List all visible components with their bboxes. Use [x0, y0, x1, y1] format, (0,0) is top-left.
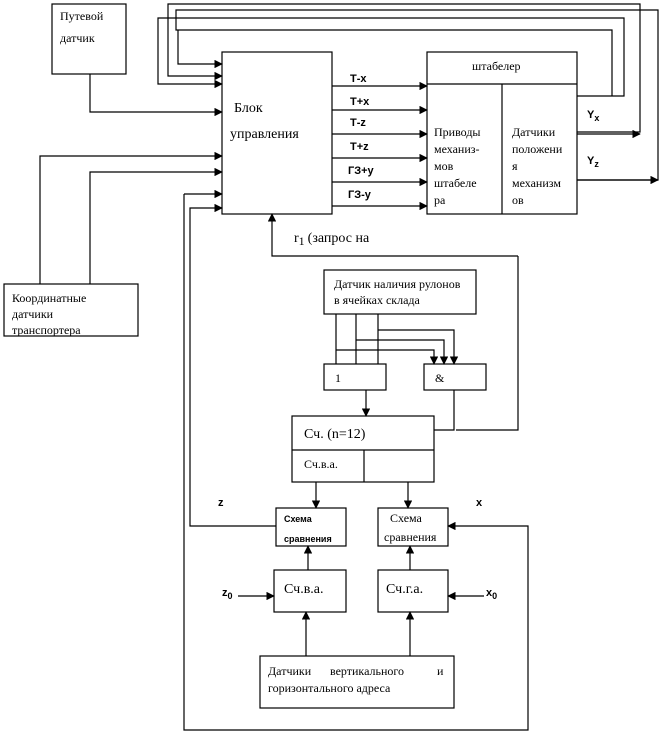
or-gate: 1	[323, 363, 387, 391]
svg-text:вертикального: вертикального	[330, 664, 404, 678]
svg-text:в ячейках склада: в ячейках склада	[334, 293, 421, 307]
svg-text:ов: ов	[512, 193, 524, 207]
feedback-loop-outer	[157, 17, 625, 97]
svg-text:ра: ра	[434, 193, 446, 207]
roll-and-1	[336, 349, 439, 365]
svg-text:я: я	[512, 159, 518, 173]
roll-and-2	[356, 339, 449, 365]
svg-text:датчик: датчик	[60, 31, 95, 45]
svg-text:Yz: Yz	[587, 155, 599, 169]
svg-text:сравнения: сравнения	[384, 530, 437, 544]
svg-text:Схема: Схема	[284, 514, 313, 524]
svg-text:штабелер: штабелер	[472, 59, 521, 73]
svg-text:механиз-: механиз-	[434, 142, 480, 156]
svg-text:Т+х: Т+х	[350, 96, 370, 108]
svg-text:Схема: Схема	[390, 511, 423, 525]
svg-text:транспортера: транспортера	[12, 323, 81, 337]
svg-text:&: &	[435, 371, 445, 385]
svg-text:1: 1	[335, 371, 341, 385]
svg-text:Путевой: Путевой	[60, 9, 104, 23]
svg-text:Блок: Блок	[234, 101, 263, 116]
svg-text:Датчик наличия рулонов: Датчик наличия рулонов	[334, 277, 461, 291]
coordinate-sensors-block: Координатные датчики транспортера	[3, 283, 139, 337]
svg-text:штабеле: штабеле	[434, 176, 477, 190]
svg-text:Т-z: Т-z	[350, 117, 366, 129]
svg-text:и: и	[437, 664, 444, 678]
svg-text:r1(запрос на: r1(запрос на	[294, 231, 370, 248]
r1-to-control	[267, 213, 518, 257]
svg-text:Сч.г.а.: Сч.г.а.	[386, 582, 423, 597]
counter-va-block: Сч.в.а.	[273, 569, 347, 613]
svg-text:мов: мов	[434, 159, 454, 173]
svg-text:Т+z: Т+z	[350, 141, 369, 153]
svg-text:Координатные: Координатные	[12, 291, 86, 305]
svg-text:Датчики: Датчики	[512, 125, 556, 139]
svg-text:управления: управления	[230, 127, 299, 142]
svg-text:ГЗ+у: ГЗ+у	[348, 165, 375, 177]
svg-text:x: x	[476, 497, 483, 509]
roll-sensor-block: Датчик наличия рулонов в ячейках склада	[323, 269, 477, 315]
svg-text:датчики: датчики	[12, 307, 54, 321]
r1-feedback-right	[456, 256, 519, 431]
x-feedback-loop	[183, 194, 529, 731]
svg-text:положени: положени	[512, 142, 563, 156]
svg-text:Сч. (n=12): Сч. (n=12)	[304, 427, 366, 442]
svg-text:ГЗ-у: ГЗ-у	[348, 189, 372, 201]
coord-sensor-link-1	[39, 151, 223, 284]
svg-text:механизм: механизм	[512, 176, 561, 190]
svg-text:Сч.в.а.: Сч.в.а.	[284, 582, 324, 597]
roll-and-3	[378, 329, 459, 365]
address-sensors-block: Датчики вертикального и горизонтального …	[259, 655, 455, 709]
stacker-block: штабелер Приводы механиз- мов штабеле ра…	[426, 51, 578, 215]
compare-right-block: Схема сравнения	[377, 507, 449, 547]
svg-text:Датчики: Датчики	[268, 664, 312, 678]
svg-text:Т-х: Т-х	[350, 73, 367, 85]
z-feedback-loop	[189, 203, 276, 527]
svg-text:Приводы: Приводы	[434, 125, 481, 139]
svg-text:горизонтального адреса: горизонтального адреса	[268, 681, 391, 695]
control-unit-block: Блок управления	[221, 51, 333, 215]
and-to-counter	[434, 390, 455, 431]
and-gate: &	[423, 363, 487, 391]
svg-text:сравнения: сравнения	[284, 534, 332, 544]
feedback-loop-entry	[177, 56, 223, 69]
counter-block: Сч. (n=12) Сч.в.а.	[291, 415, 435, 483]
svg-text:Сч.в.а.: Сч.в.а.	[304, 457, 338, 471]
coord-sensor-link-2	[89, 167, 223, 284]
svg-text:x0: x0	[486, 587, 497, 601]
path-sensor-link	[89, 74, 223, 117]
feedback-loop-middle	[167, 3, 641, 133]
svg-text:z0: z0	[222, 587, 233, 601]
path-sensor-block: Путевой датчик	[51, 3, 127, 75]
svg-text:Yx: Yx	[587, 109, 599, 123]
svg-text:z: z	[218, 497, 224, 509]
counter-ga-block: Сч.г.а.	[377, 569, 449, 613]
compare-left-block: Схема сравнения	[275, 507, 347, 547]
